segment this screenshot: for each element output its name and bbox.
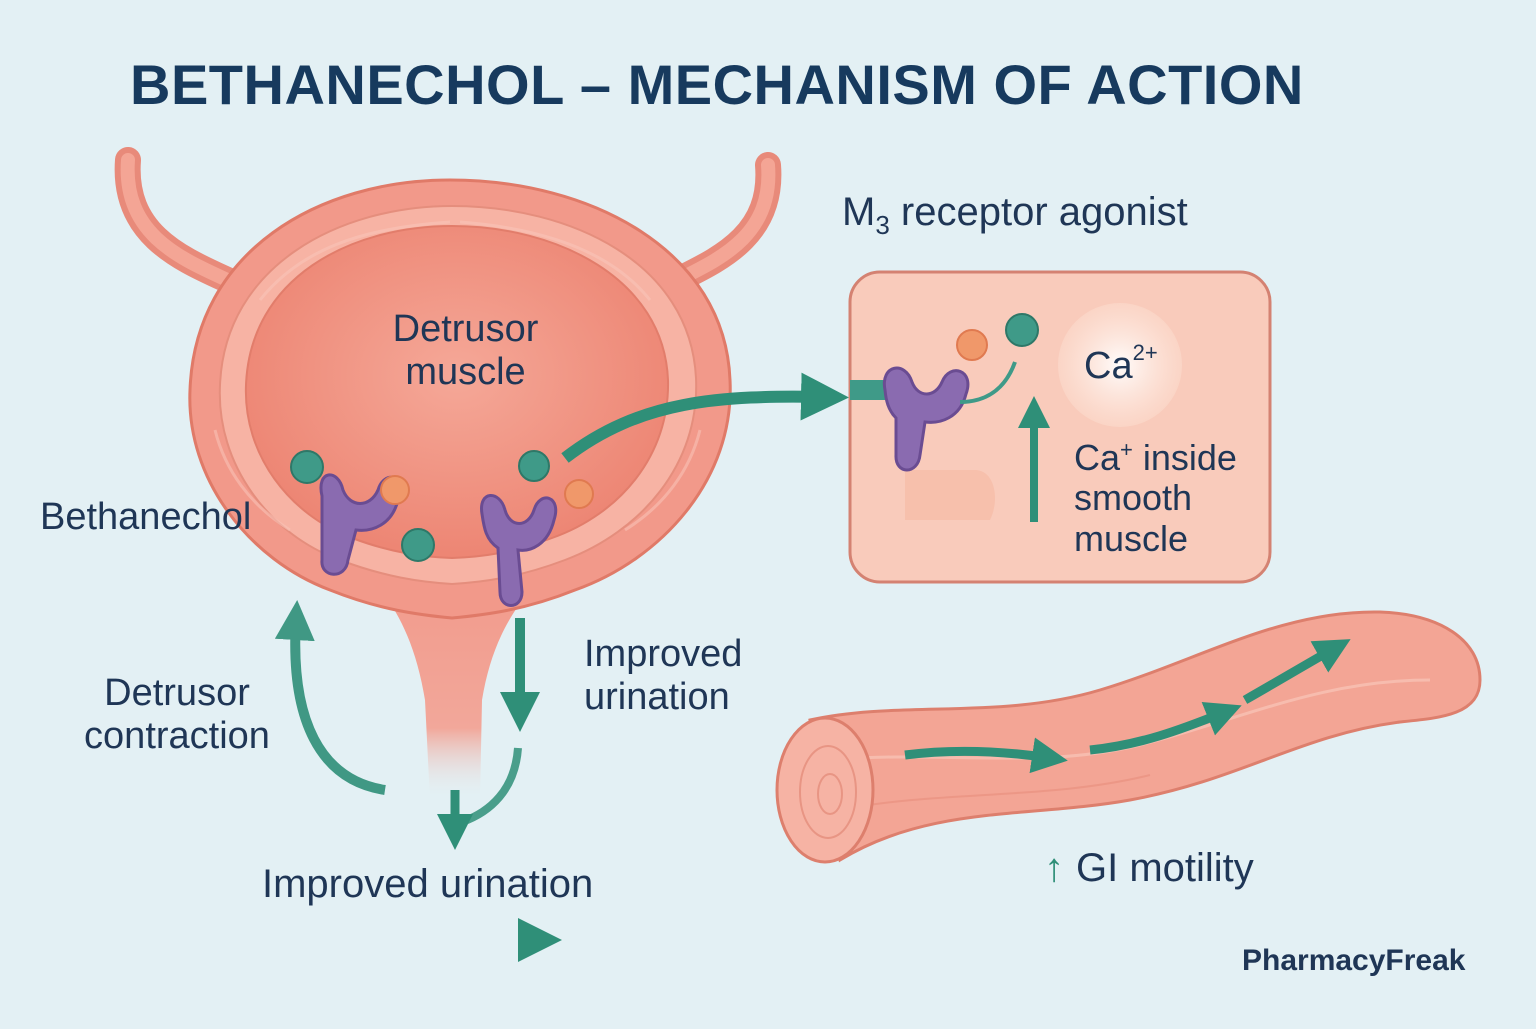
bethanechol-label: Bethanechol	[40, 496, 252, 538]
ca-glow	[1058, 303, 1182, 427]
m3-prefix: M	[842, 190, 876, 234]
improved-urination-label-right: Improved urination	[584, 633, 742, 718]
m3-receptor-label: M3 receptor agonist	[842, 190, 1188, 240]
ca-inside-base: Ca	[1074, 437, 1121, 478]
ca-inside-charge: +	[1120, 437, 1133, 462]
ca-inside-line-2: smooth	[1074, 477, 1193, 519]
brand-watermark: PharmacyFreak	[1242, 944, 1466, 977]
arrow-to-receptor-box	[561, 372, 849, 463]
ca-inside-label: Ca+ inside smooth muscle	[1074, 437, 1237, 559]
m3-rest: receptor agonist	[889, 190, 1188, 234]
up-arrow-icon: ↑	[1044, 846, 1064, 890]
detrusor-muscle-label: Detrusor muscle	[378, 308, 553, 393]
contraction-arrow	[274, 600, 386, 795]
urethra	[355, 560, 560, 800]
bethanechol-molecule	[290, 450, 324, 484]
bethanechol-molecule	[518, 450, 550, 482]
improved-urination-label-bottom: Improved urination	[262, 862, 594, 906]
contraction-line-2: contraction	[84, 714, 270, 757]
improved-right-line-1: Improved	[584, 633, 743, 675]
receptor-cell-box	[848, 270, 1272, 584]
ca-base: Ca	[1084, 345, 1133, 387]
detrusor-muscle-line-2: muscle	[405, 350, 526, 393]
gi-motility-label: ↑ GI motility	[1044, 846, 1254, 891]
orange-molecule	[380, 475, 410, 505]
detrusor-muscle-line-1: Detrusor	[392, 308, 539, 350]
orange-molecule	[564, 479, 594, 509]
ca-charge: 2+	[1132, 340, 1158, 366]
contraction-line-1: Detrusor	[104, 672, 250, 714]
ca-inside-line-1-rest: inside	[1132, 437, 1237, 478]
calcium-label: Ca2+	[1084, 341, 1158, 388]
gi-tube	[775, 610, 1482, 864]
m3-subscript: 3	[875, 210, 890, 240]
bladder	[188, 178, 732, 620]
receptor-right	[480, 494, 558, 607]
bethanechol-molecule	[401, 528, 435, 562]
ca-inside-line-3: muscle	[1074, 517, 1189, 559]
page-title: BETHANECHOL – MECHANISM OF ACTION	[130, 53, 1304, 116]
detrusor-contraction-label: Detrusor contraction	[62, 672, 292, 757]
gi-motility-text: GI motility	[1076, 846, 1254, 890]
improved-right-line-2: urination	[584, 675, 730, 718]
